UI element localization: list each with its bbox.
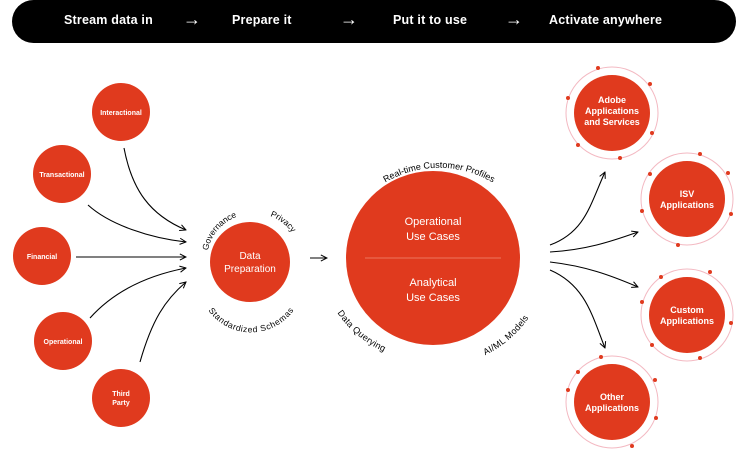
step-stream: Stream data in [64,13,153,27]
step-activate: Activate anywhere [549,13,663,27]
step-use: Put it to use [393,13,468,27]
process-bar: Stream data in → Prepare it → Put it to … [12,0,736,43]
source-label: Financial [27,254,57,261]
step-prepare: Prepare it [232,13,292,27]
arrow-icon: → [505,9,523,29]
flow-arrow-interactional [123,147,186,230]
flow-arrow-third-party [139,282,186,363]
flow-arrow-isv [549,232,638,253]
flow-arrow-custom [549,261,638,287]
flow-arrow-operational [89,268,186,319]
source-label: Transactional [39,172,84,179]
source-label: Interactional [100,110,142,117]
source-interactional: Interactional [92,83,150,141]
source-operational: Operational [34,312,92,370]
arrow-icon: → [183,9,201,29]
flow-arrow-adobe [549,172,605,246]
flow-arrow-transactional [87,204,186,242]
source-transactional: Transactional [33,145,91,203]
prep-schemas-label: Standardized Schemas [207,305,296,334]
source-financial: Financial [13,227,71,285]
source-label: Operational [44,339,83,346]
arrow-icon: → [340,9,358,29]
flow-arrow-other [549,269,605,348]
